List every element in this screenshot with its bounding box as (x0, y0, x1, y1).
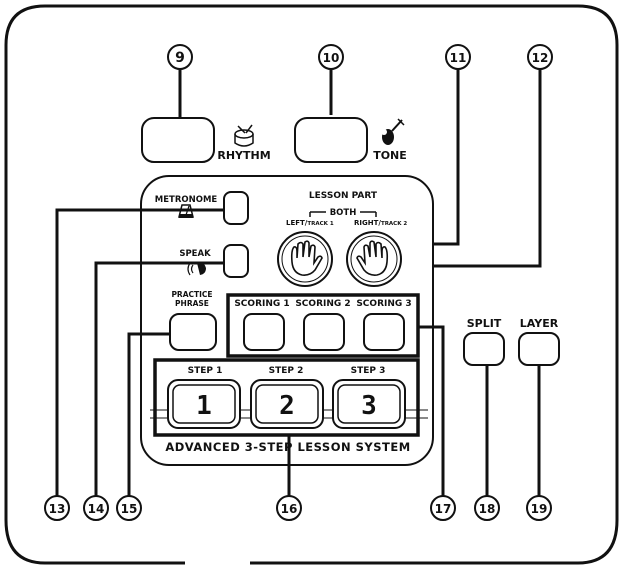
scoring-3-label: SCORING 3 (356, 299, 411, 309)
scoring-1-label: SCORING 1 (234, 299, 289, 309)
scoring-2-button[interactable] (303, 313, 345, 351)
right-hand-icon (356, 240, 389, 276)
layer-button[interactable] (518, 332, 560, 366)
rhythm-button[interactable] (141, 117, 215, 163)
svg-text:17: 17 (435, 502, 452, 516)
speak-button[interactable] (223, 244, 249, 278)
metronome-label: METRONOME (155, 195, 218, 205)
practice-label-1: PRACTICE (171, 290, 212, 299)
tone-label: TONE (373, 149, 407, 162)
practice-label-2: PHRASE (175, 299, 209, 308)
svg-text:18: 18 (479, 502, 496, 516)
violin-icon (381, 118, 405, 145)
tone-button[interactable] (294, 117, 368, 163)
callout-17: 17 (430, 495, 456, 521)
svg-text:14: 14 (88, 502, 105, 516)
metronome-button[interactable] (223, 191, 249, 225)
step-1-key-number: 1 (196, 391, 212, 421)
step-2-label: STEP 2 (269, 366, 304, 376)
step-1-label: STEP 1 (188, 366, 223, 376)
svg-text:16: 16 (281, 502, 298, 516)
svg-text:13: 13 (49, 502, 66, 516)
speak-label: SPEAK (179, 249, 211, 259)
callout-11: 11 (445, 44, 471, 70)
svg-text:19: 19 (531, 502, 548, 516)
lesson-part-label: LESSON PART (309, 191, 378, 201)
svg-text:10: 10 (323, 51, 340, 65)
panel-outline (4, 4, 619, 565)
layer-label: LAYER (520, 317, 559, 330)
step-3-key-number: 3 (361, 391, 377, 421)
callout-10: 10 (318, 44, 344, 70)
step-2-key-number: 2 (279, 391, 295, 421)
drum-icon (234, 124, 254, 147)
callout-15: 15 (116, 495, 142, 521)
scoring-1-button[interactable] (243, 313, 285, 351)
callout-13: 13 (44, 495, 70, 521)
left-track-label: LEFT/TRACK 1 (286, 219, 334, 227)
rhythm-label: RHYTHM (217, 149, 270, 162)
callout-19: 19 (526, 495, 552, 521)
both-label: BOTH (330, 208, 357, 218)
callout-12: 12 (527, 44, 553, 70)
split-label: SPLIT (467, 317, 502, 330)
callout-18: 18 (474, 495, 500, 521)
practice-phrase-button[interactable] (169, 313, 217, 351)
step-3-label: STEP 3 (351, 366, 386, 376)
step-bracket (153, 358, 420, 437)
left-hand-icon (290, 240, 323, 276)
scoring-2-label: SCORING 2 (295, 299, 350, 309)
svg-text:12: 12 (532, 51, 549, 65)
callout-16: 16 (276, 495, 302, 521)
svg-text:15: 15 (121, 502, 138, 516)
callout-9: 9 (167, 44, 193, 70)
svg-text:11: 11 (450, 51, 467, 65)
svg-text:9: 9 (175, 50, 185, 66)
split-button[interactable] (463, 332, 505, 366)
scoring-3-button[interactable] (363, 313, 405, 351)
right-track-label: RIGHT/TRACK 2 (354, 219, 407, 227)
callout-14: 14 (83, 495, 109, 521)
